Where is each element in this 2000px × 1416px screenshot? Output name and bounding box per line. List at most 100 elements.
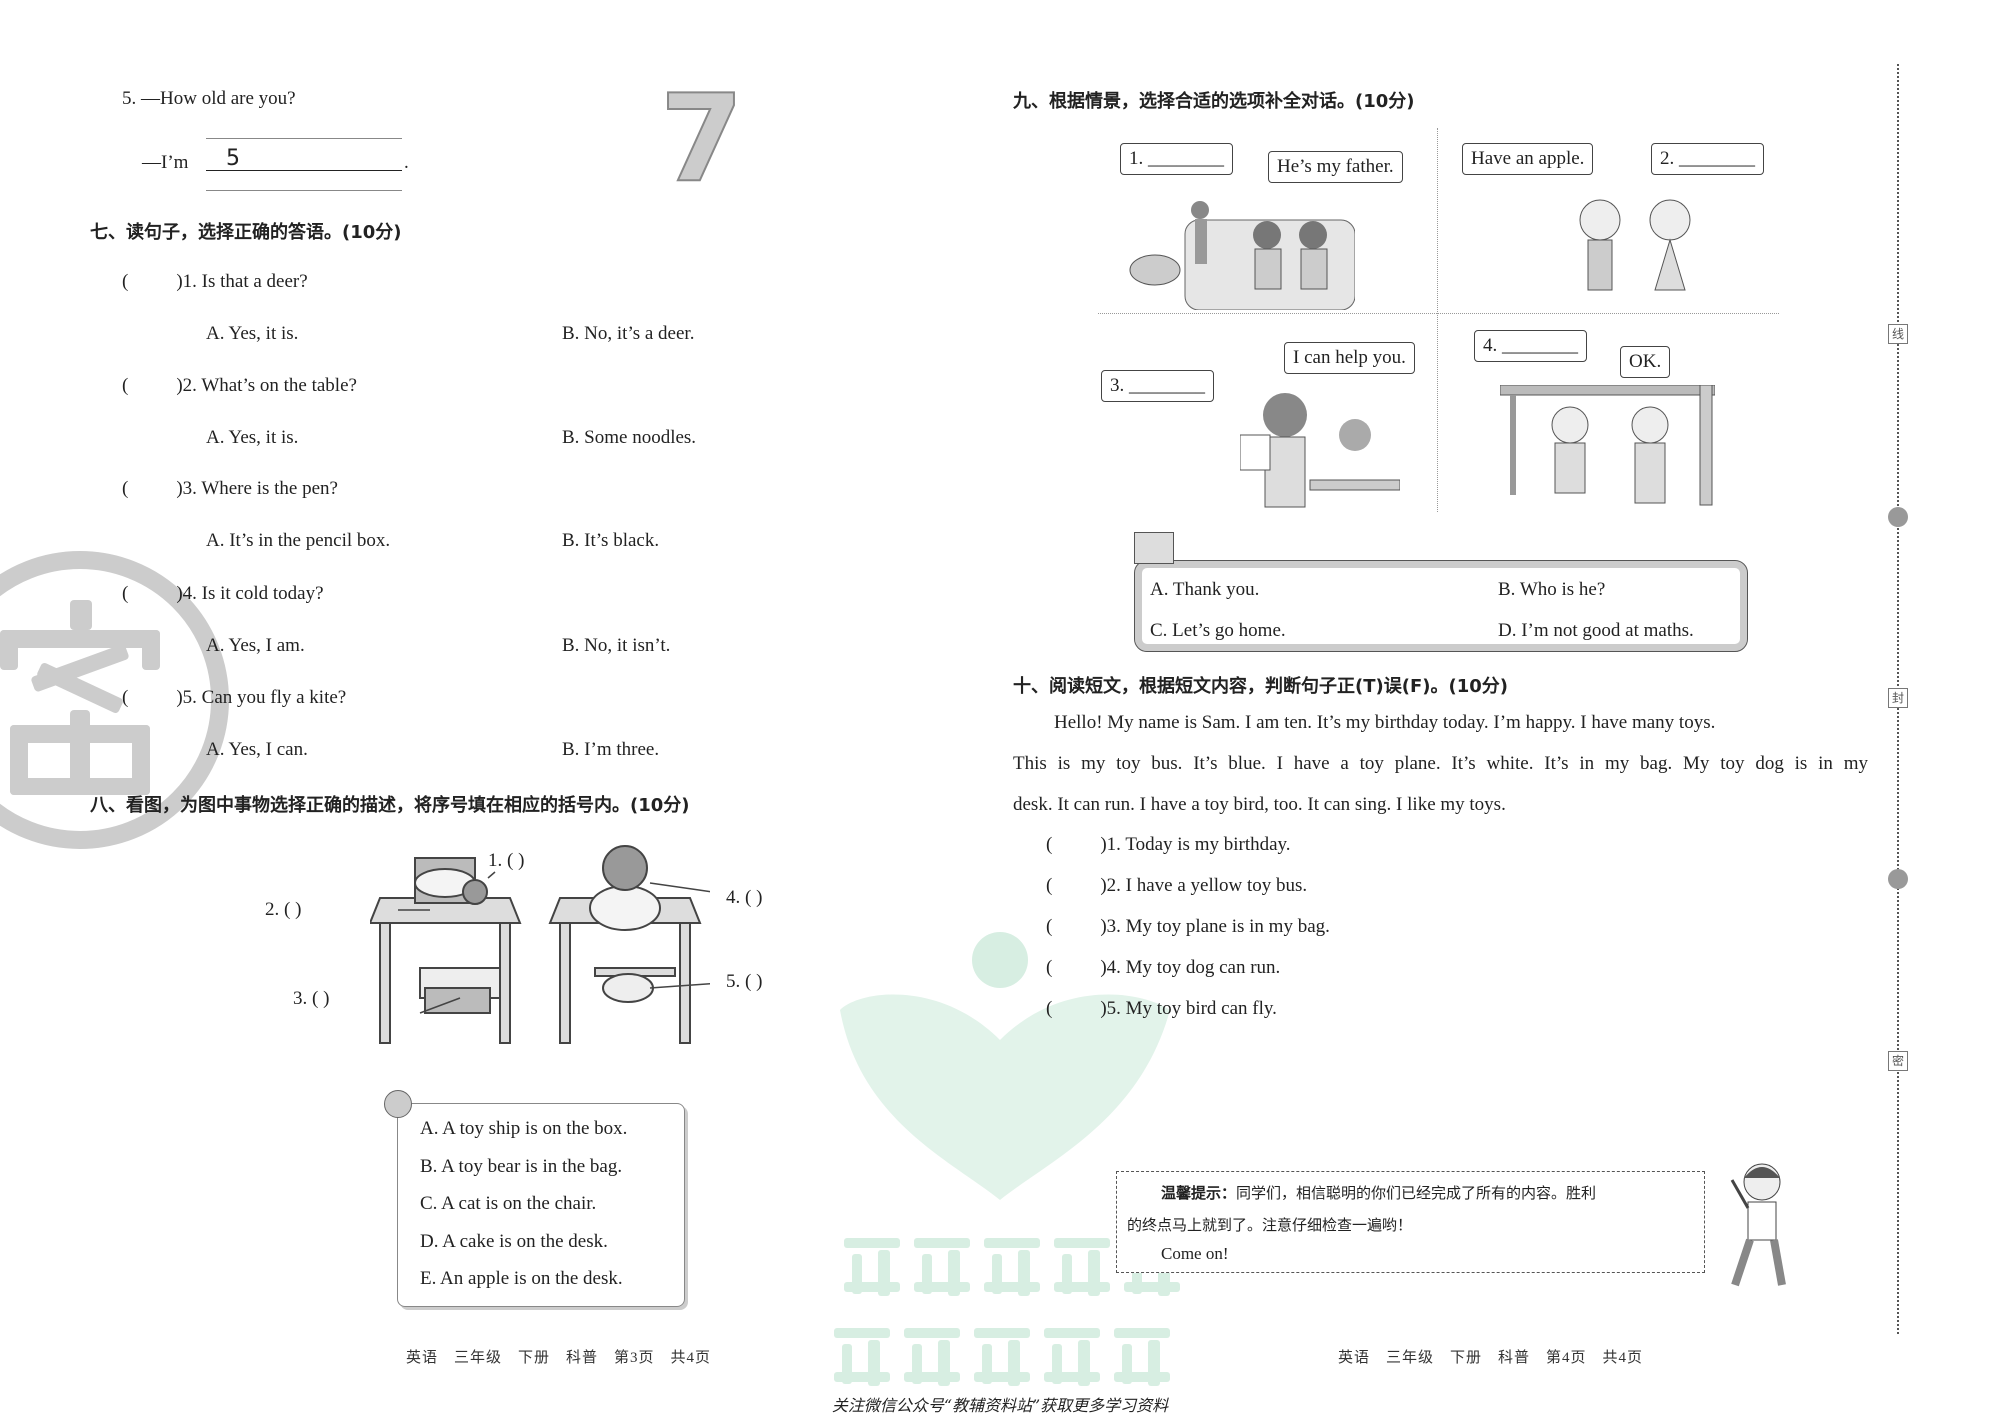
- tf-statement: 5. My toy bird can fly.: [1106, 998, 1277, 1019]
- question-row: ()1. Is that a deer?: [122, 271, 308, 293]
- option-c: C. Let’s go home.: [1150, 620, 1286, 641]
- label-2[interactable]: 2. ( ): [265, 899, 302, 920]
- passage-line-3: desk. It can run. I have a toy bird, too…: [1013, 794, 1506, 815]
- bottom-note: 关注微信公众号“教辅资料站”获取更多学习资料: [831, 1396, 1169, 1415]
- tip-line-1: 同学们，相信聪明的你们已经完成了所有的内容。胜利: [1236, 1184, 1597, 1202]
- answer-paren[interactable]: (): [1046, 875, 1107, 896]
- scene3-illustration: [1240, 393, 1400, 508]
- book-icon: [1134, 532, 1174, 564]
- answer-paren[interactable]: (): [1046, 957, 1107, 978]
- passage-line-1: Hello! My name is Sam. I am ten. It’s my…: [1054, 712, 1716, 733]
- label-1[interactable]: 1. ( ): [488, 850, 525, 871]
- tf-item: ()4. My toy dog can run.: [1046, 957, 1280, 979]
- option-b: B. Who is he?: [1498, 579, 1606, 600]
- bubble-3-blank[interactable]: 3. ________: [1101, 370, 1214, 402]
- bubble-3-prompt: I can help you.: [1284, 342, 1415, 374]
- label-3[interactable]: 3. ( ): [293, 988, 330, 1009]
- option-b: B. It’s black.: [562, 530, 660, 551]
- bubble-2-blank[interactable]: 2. ________: [1651, 143, 1764, 175]
- label-4[interactable]: 4. ( ): [726, 887, 763, 908]
- q5-question: 5. —How old are you?: [122, 88, 296, 109]
- option-b: B. Some noodles.: [562, 427, 697, 448]
- question-text: 1. Is that a deer?: [182, 271, 308, 292]
- tf-item: ()2. I have a yellow toy bus.: [1046, 875, 1307, 897]
- option-b: B. I’m three.: [562, 739, 660, 760]
- tip-box: 温馨提示：同学们，相信聪明的你们已经完成了所有的内容。胜利 的终点马上就到了。注…: [1116, 1171, 1705, 1273]
- question-text: 4. Is it cold today?: [182, 583, 324, 604]
- answer-paren[interactable]: (): [1046, 916, 1107, 937]
- bubble-1-reply: He’s my father.: [1268, 151, 1403, 183]
- tf-item: ()5. My toy bird can fly.: [1046, 998, 1277, 1020]
- boy-cartoon-icon: [1730, 1163, 1786, 1287]
- tip-line-2: 的终点马上就到了。注意仔细检查一遍哟！: [1127, 1216, 1413, 1234]
- option-a: A. Yes, I can.: [206, 739, 308, 760]
- option-d: D. I’m not good at maths.: [1498, 620, 1694, 641]
- picture-option: A. A toy ship is on the box.: [420, 1118, 628, 1139]
- picture-option: D. A cake is on the desk.: [420, 1230, 608, 1252]
- question-row: ()5. Can you fly a kite?: [122, 687, 346, 709]
- scene1-illustration: [1129, 201, 1355, 310]
- binding-hole-icon: [1888, 507, 1908, 527]
- tip-title: 温馨提示：: [1161, 1184, 1237, 1202]
- picture-option: B. A toy bear is in the bag.: [420, 1155, 623, 1177]
- option-a: A. Yes, I am.: [206, 635, 305, 656]
- bubble-2-prompt: Have an apple.: [1462, 143, 1594, 175]
- margin-label-2: 封: [1888, 688, 1908, 708]
- section8-heading: 八、看图，为图中事物选择正确的描述，将序号填在相应的括号内。(10分): [90, 795, 690, 816]
- section9-heading: 九、根据情景，选择合适的选项补全对话。(10分): [1013, 91, 1415, 112]
- desk-right-icon: [548, 845, 702, 1044]
- margin-label-3: 密: [1888, 1051, 1908, 1071]
- option-a: A. Yes, it is.: [206, 323, 299, 344]
- question-row: ()2. What’s on the table?: [122, 375, 357, 397]
- section9-options-box: A. Thank you. B. Who is he? C. Let’s go …: [1134, 532, 1748, 652]
- q5-period: .: [404, 152, 409, 173]
- bubble-1-blank[interactable]: 1. ________: [1120, 143, 1233, 175]
- section8-options-box: A. A toy ship is on the box. B. A toy bea…: [384, 1090, 685, 1307]
- answer-paren[interactable]: (): [122, 478, 183, 499]
- answer-paren[interactable]: (): [1046, 834, 1107, 855]
- right-footer: 英语 三年级 下册 科普 第4页 共4页: [1338, 1350, 1644, 1366]
- option-a: A. Thank you.: [1150, 579, 1260, 600]
- answer-paren[interactable]: (): [122, 687, 183, 708]
- tf-statement: 3. My toy plane is in my bag.: [1106, 916, 1330, 937]
- picture-option: E. An apple is on the desk.: [420, 1268, 623, 1289]
- watermark-lettering: [834, 1238, 1180, 1386]
- question-text: 2. What’s on the table?: [182, 375, 357, 396]
- binding-hole-icon: [1888, 869, 1908, 889]
- scene2-illustration: [1579, 199, 1691, 291]
- sun-icon: [384, 1090, 412, 1118]
- option-b: B. No, it’s a deer.: [562, 323, 695, 344]
- answer-paren[interactable]: (): [122, 583, 183, 604]
- bubble-4-reply: OK.: [1620, 346, 1671, 378]
- bubble-4-blank[interactable]: 4. ________: [1474, 330, 1587, 362]
- big-number: 7: [659, 69, 744, 210]
- picture-option: C. A cat is on the chair.: [420, 1193, 597, 1214]
- passage-line-2: This is my toy bus. It’s blue. I have a …: [1013, 753, 1868, 774]
- option-b: B. No, it isn’t.: [562, 635, 671, 656]
- q5-answer-prefix: —I’m: [142, 152, 189, 173]
- section10-heading: 十、阅读短文，根据短文内容，判断句子正(T)误(F)。(10分): [1013, 676, 1508, 697]
- label-5[interactable]: 5. ( ): [726, 971, 763, 992]
- question-text: 3. Where is the pen?: [182, 478, 338, 499]
- desks-illustration: [370, 845, 710, 1044]
- option-a: A. Yes, it is.: [206, 427, 299, 448]
- question-row: ()3. Where is the pen?: [122, 478, 338, 500]
- tf-statement: 4. My toy dog can run.: [1106, 957, 1281, 978]
- answer-paren[interactable]: (): [1046, 998, 1107, 1019]
- tf-statement: 1. Today is my birthday.: [1106, 834, 1291, 855]
- tf-statement: 2. I have a yellow toy bus.: [1106, 875, 1308, 896]
- tf-item: ()1. Today is my birthday.: [1046, 834, 1291, 856]
- section7-heading: 七、读句子，选择正确的答语。(10分): [90, 222, 402, 243]
- answer-paren[interactable]: (): [122, 375, 183, 396]
- question-text: 5. Can you fly a kite?: [182, 687, 347, 708]
- margin-label-1: 线: [1888, 324, 1908, 344]
- seal-stamp: [0, 551, 229, 849]
- option-a: A. It’s in the pencil box.: [206, 530, 391, 551]
- watermark-logo-icon: [840, 932, 1170, 1200]
- q5-handwritten-answer[interactable]: 5: [226, 146, 240, 171]
- left-footer: 英语 三年级 下册 科普 第3页 共4页: [406, 1350, 712, 1366]
- scene4-illustration: [1500, 385, 1715, 506]
- question-row: ()4. Is it cold today?: [122, 583, 324, 605]
- answer-paren[interactable]: (): [122, 271, 183, 292]
- tf-item: ()3. My toy plane is in my bag.: [1046, 916, 1330, 938]
